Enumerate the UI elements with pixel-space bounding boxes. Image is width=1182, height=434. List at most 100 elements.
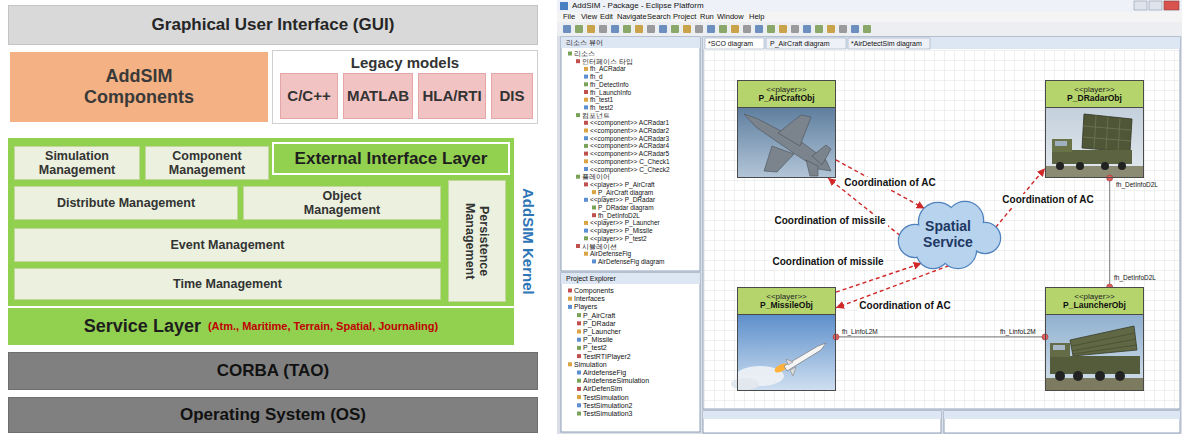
tree-item: <<player>> P_AirCraft (590, 181, 655, 188)
tree-icon (577, 354, 581, 358)
tree-item: AirdefenseFig (583, 369, 626, 377)
node-title: Object Management (294, 189, 390, 218)
toolbar-icon (707, 25, 715, 33)
menu-item: Help (749, 13, 764, 21)
node-subtitle: P_AirCraftObj (758, 94, 814, 104)
illustration-part (1045, 108, 1143, 178)
port-name: fh_LinfoL2M (840, 328, 880, 335)
module-box: Event Management (14, 228, 441, 262)
toolbar-icon (779, 25, 787, 33)
legacy-panel: Legacy modelsC/C++MATLABHLA/RTIDIS (272, 50, 538, 124)
tree-icon (576, 175, 580, 179)
node-title: Spatial Service (919, 218, 977, 250)
tree-icon (592, 259, 596, 263)
node-title: Graphical User Interface (GUI) (152, 15, 395, 35)
illustration-part (1052, 139, 1072, 152)
tree-item: <<component>> ACRadar4 (590, 142, 669, 149)
node-title: Event Management (171, 238, 285, 252)
node-title: Operating System (OS) (180, 405, 366, 425)
player-box: <<player>>P_LauncherObj (1045, 287, 1144, 391)
tree-icon (592, 190, 596, 194)
illustration-part (737, 108, 835, 178)
illustration-part (1056, 162, 1064, 170)
tree-item: Interfaces (574, 295, 605, 303)
illustration-part (1055, 141, 1067, 146)
player-header: <<player>>P_AirCraftObj (738, 81, 835, 108)
tree-icon (584, 229, 588, 233)
edge-label: Coordination of AC (842, 177, 937, 189)
panel-header (561, 273, 700, 284)
edge-label: Coordination of missile (772, 215, 887, 227)
tree-item: <<component>> ACRadar5 (590, 150, 669, 157)
illustration-part (1072, 333, 1137, 354)
toolbar-icon (803, 25, 811, 33)
tree-item: TestSimulation2 (583, 402, 632, 410)
bottom-panel (703, 411, 941, 433)
node-subtitle: P_MissileObj (760, 301, 813, 311)
tree-icon (576, 244, 580, 248)
kernel-block: AddSIM KernelSimulation ManagementCompon… (8, 138, 514, 345)
editor-tab-title: *SCO diagram (708, 40, 753, 48)
tree-item: <<player>> P_DRadar (590, 196, 655, 203)
illustration-part (1083, 115, 1131, 151)
layer-box: Service Layer(Atm., Maritime, Terrain, S… (8, 306, 514, 345)
title-bar (557, 0, 1182, 12)
player-header: <<player>>P_DRadarObj (1046, 81, 1143, 108)
node-title: <<player>> (1074, 292, 1114, 301)
tree-item: P_Launcher (583, 328, 621, 336)
tree-icon (577, 387, 581, 391)
component-box: AddSIM Components (10, 52, 268, 122)
port-dot (1107, 175, 1113, 181)
module-box: Time Management (14, 268, 441, 300)
tree-icon (577, 321, 581, 325)
tree-icon (584, 159, 588, 163)
toolbar-icon (671, 25, 679, 33)
tree-item: <<component>> C_Check2 (590, 166, 670, 173)
toolbar-icon (611, 25, 619, 33)
node-title: Simulation Management (15, 149, 139, 178)
tree-item: 컴포넌트 (582, 112, 610, 119)
node-title: AddSIM Components (70, 66, 208, 107)
panel-header (944, 411, 1180, 419)
tree-icon (584, 198, 588, 202)
tree-icon (568, 52, 572, 56)
node-subtitle: P_LauncherObj (1063, 301, 1126, 311)
editor-tab-title: *AirDetectSim diagram (851, 40, 922, 48)
tree-icon (584, 121, 588, 125)
toolbar-icon (827, 25, 835, 33)
tree-item: fh_test2 (590, 104, 613, 111)
tree-item: TestRTIPlayer2 (583, 353, 631, 361)
explorer-panel (561, 273, 700, 432)
toolbar-icon (743, 25, 751, 33)
menu-item: Run (700, 13, 714, 21)
tree-item: <<component>> C_Check1 (590, 158, 670, 165)
layer-band: Graphical User Interface (GUI) (8, 5, 538, 45)
tree-icon (577, 313, 581, 317)
illustration-part (1115, 371, 1125, 381)
toolbar-icon (839, 25, 847, 33)
toolbar-icon (575, 25, 583, 33)
edge-label: Coordination of missile (770, 256, 885, 268)
illustration-part (1045, 315, 1143, 391)
illustration-part (1050, 356, 1140, 374)
window-button (1164, 1, 1179, 10)
tree-item: P_AirCraft (583, 312, 615, 320)
tree-item: Players (574, 303, 597, 311)
illustration-part (744, 114, 831, 176)
toolbar-icon (731, 25, 739, 33)
panel-title: Project Explorer (566, 275, 616, 283)
tree-icon (584, 90, 588, 94)
tree-icon (584, 144, 588, 148)
illustration-part (1082, 114, 1132, 152)
node-title: Legacy models (351, 54, 459, 71)
toolbar-icon (659, 25, 667, 33)
tree-icon (584, 75, 588, 79)
port-name: fh_DetInfoD2L (1114, 274, 1156, 281)
illustration-part (744, 114, 831, 171)
tree-icon (577, 346, 581, 350)
node-title: <<player>> (766, 292, 806, 301)
illustration-part (1076, 162, 1084, 170)
tree-item: AirDefenSim (583, 385, 622, 393)
tree-item: P_test2 (583, 344, 607, 352)
tree-item: fh_ACRadar (590, 65, 626, 72)
